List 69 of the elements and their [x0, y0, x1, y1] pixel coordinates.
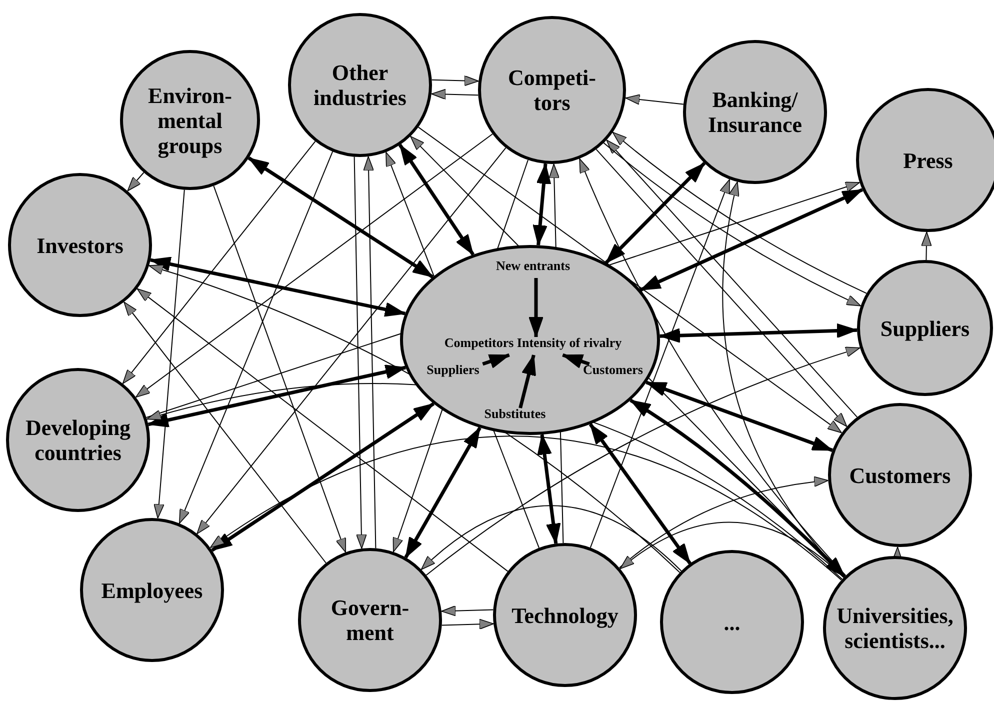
arrow [603, 142, 862, 306]
node-label: Competitors Intensity of rivalry [444, 336, 622, 350]
arrow [148, 264, 680, 573]
arrow [921, 232, 932, 260]
double-arrow [248, 156, 434, 278]
arrow [363, 156, 376, 549]
node-label: Customers [583, 363, 643, 377]
node-label: Environ- mental groups [147, 82, 233, 158]
node-label: Customers [848, 462, 952, 488]
node-label: Technology [510, 602, 620, 628]
arrow [562, 353, 590, 368]
node-label: Press [902, 148, 954, 172]
node-label: Universities, scientists... [836, 603, 954, 653]
arrow [146, 182, 860, 418]
double-arrow [640, 188, 864, 292]
node-label: Substitutes [484, 407, 546, 421]
arrow [548, 164, 564, 544]
arrow [518, 354, 536, 408]
arrow [625, 94, 684, 105]
double-arrow [630, 398, 846, 578]
arrow [135, 134, 493, 398]
arrow [426, 346, 860, 576]
arrow [210, 436, 842, 580]
arrow [127, 172, 144, 192]
arrow [124, 302, 326, 564]
node-label: New entrants [496, 259, 570, 273]
node-label: Employees [100, 578, 204, 602]
arrow [213, 185, 346, 553]
arrow [154, 189, 185, 519]
node-label: Competi- tors [507, 65, 597, 115]
arrow [579, 158, 846, 576]
arrow [146, 384, 843, 580]
arrow [722, 181, 846, 578]
node-label: Other industries [312, 60, 408, 110]
arrow [431, 88, 479, 100]
arrow [136, 288, 508, 572]
arrow [482, 353, 510, 368]
node-label: Suppliers [879, 316, 971, 340]
arrow [612, 132, 867, 294]
double-arrow [646, 380, 833, 452]
arrow [441, 618, 494, 630]
double-arrow [537, 434, 561, 544]
double-arrow [148, 364, 406, 428]
arrow [590, 178, 730, 548]
arrow [528, 278, 544, 338]
node-label: Govern- ment [330, 595, 410, 645]
arrow [122, 140, 316, 384]
arrow [620, 522, 844, 578]
arrow [618, 476, 829, 568]
arrow [418, 126, 842, 434]
double-arrow [150, 256, 406, 317]
double-arrow [660, 323, 858, 343]
arrow [196, 147, 506, 534]
double-arrow [588, 423, 692, 565]
node-label: ... [722, 610, 742, 634]
double-arrow [211, 402, 435, 552]
arrow [441, 605, 494, 616]
arrow [420, 505, 682, 572]
double-arrow [532, 163, 552, 246]
arrow [431, 75, 479, 86]
double-arrow [604, 162, 706, 264]
double-arrow [398, 144, 475, 256]
double-arrow [404, 426, 482, 558]
node-label: Developing countries [24, 415, 132, 465]
node-label: Suppliers [426, 363, 480, 377]
arrow [354, 156, 367, 549]
arrow [178, 151, 334, 524]
node-label: Investors [36, 232, 124, 258]
node-label: Banking/ Insurance [706, 87, 804, 137]
